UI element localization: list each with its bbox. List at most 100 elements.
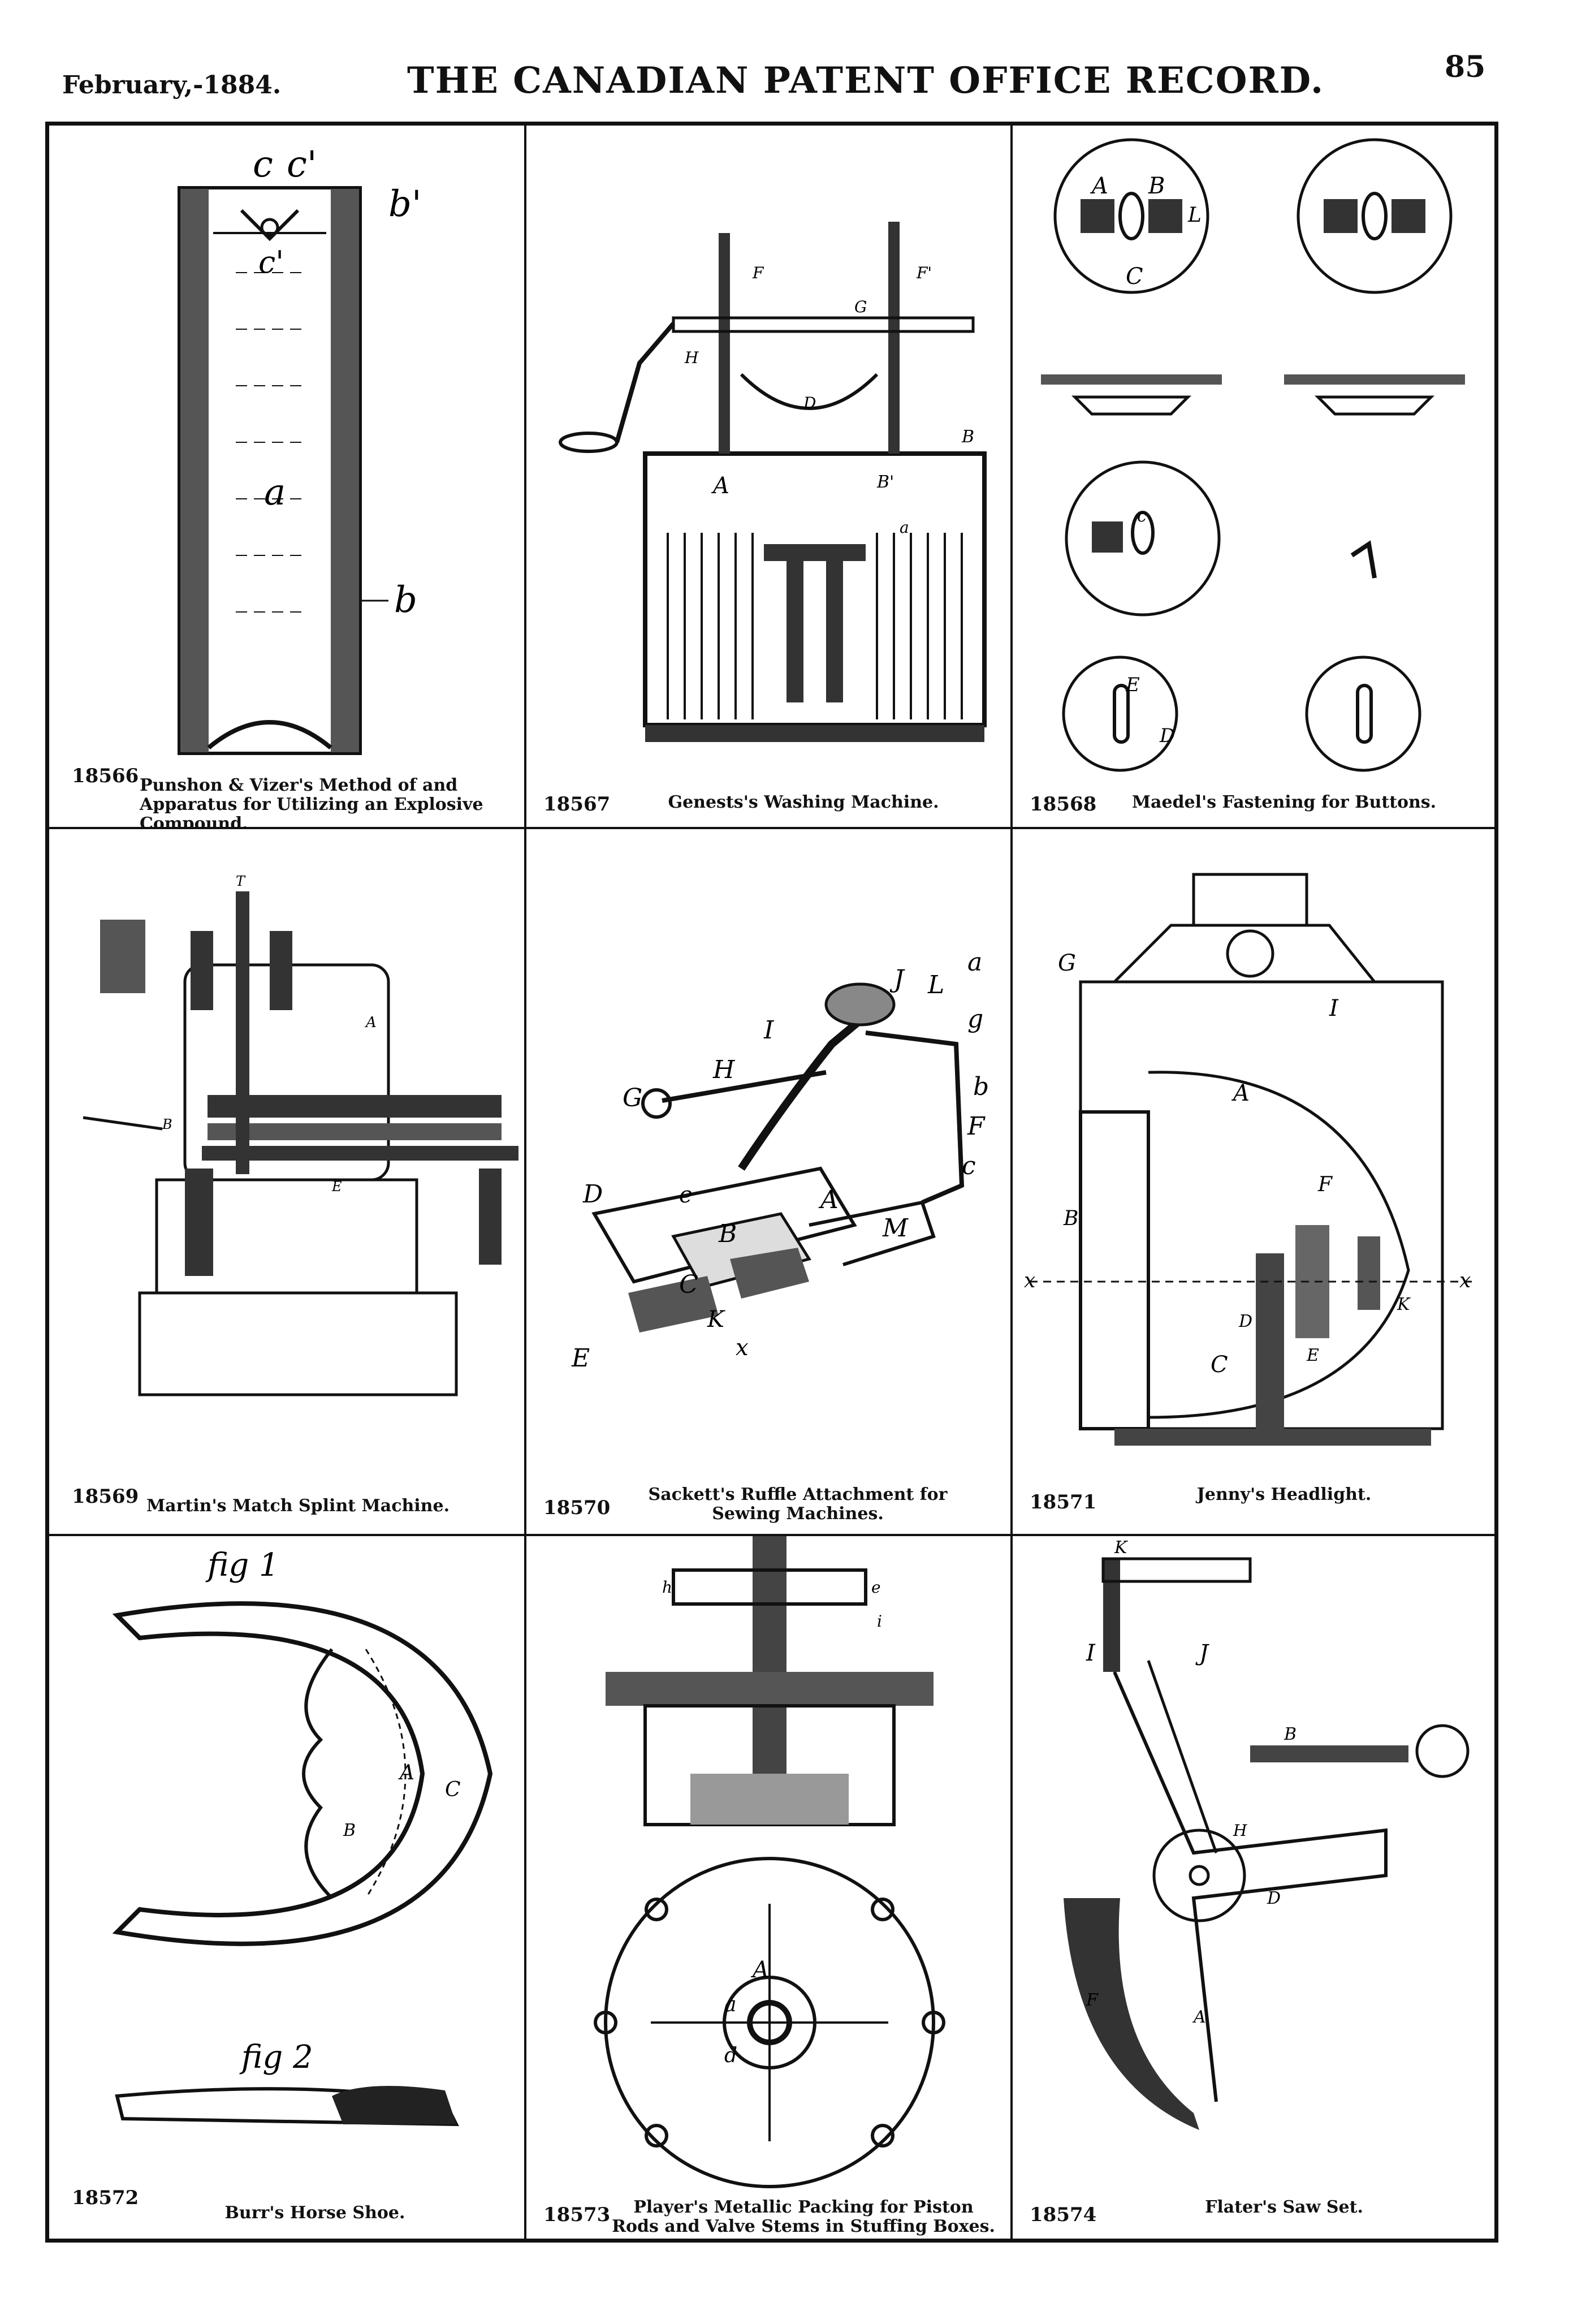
label-c-prime: c' bbox=[287, 144, 317, 186]
label-L: L bbox=[927, 971, 944, 999]
patent-caption: Burr's Horse Shoe. bbox=[224, 2203, 405, 2223]
label-H: H bbox=[684, 348, 699, 367]
patent-18574: K I J H B F A D 18574 Flater's Saw Set. bbox=[1013, 1536, 1494, 2237]
label-G: G bbox=[854, 297, 867, 316]
label-A: A bbox=[365, 1014, 377, 1031]
label-e: e bbox=[679, 1182, 693, 1208]
label-C: C bbox=[679, 1270, 698, 1299]
label-c: c bbox=[962, 1152, 976, 1180]
label-x: x bbox=[736, 1335, 749, 1361]
patent-number: 18573 bbox=[543, 2204, 611, 2226]
label-G: G bbox=[623, 1084, 642, 1113]
label-x-left: x bbox=[1024, 1269, 1035, 1292]
patent-caption: Jenny's Headlight. bbox=[1196, 1485, 1372, 1504]
label-K: K bbox=[1114, 1538, 1128, 1558]
patent-18573: A a d h e i 18573 Player's Metallic Pack… bbox=[526, 1536, 1010, 2237]
label-B: B bbox=[162, 1116, 172, 1132]
label-A: A bbox=[398, 1761, 414, 1784]
label-d: d bbox=[724, 2044, 737, 2067]
label-B: B bbox=[1284, 1724, 1297, 1744]
label-b: b bbox=[394, 579, 417, 621]
explosive-cartridge-drawing: c c' b' c' a b bbox=[178, 144, 422, 755]
label-D: D bbox=[1159, 725, 1175, 747]
patent-caption: Punshon & Vizer's Method of and Apparatu… bbox=[140, 775, 483, 827]
label-K: K bbox=[1397, 1295, 1411, 1314]
horse-shoe-drawing: fig 1 fig 2 A C B bbox=[112, 1547, 493, 2127]
label-F: F bbox=[967, 1112, 986, 1141]
label-F: F bbox=[1317, 1173, 1333, 1196]
washing-machine-drawing: A B B' a D G F F' H bbox=[559, 222, 987, 742]
label-h: h bbox=[662, 1578, 672, 1597]
label-D: D bbox=[803, 394, 816, 412]
label-C: C bbox=[445, 1778, 461, 1801]
label-A: A bbox=[750, 1957, 769, 1983]
label-M: M bbox=[882, 1214, 909, 1243]
label-c: c bbox=[1137, 506, 1147, 526]
label-B: B bbox=[1148, 173, 1165, 199]
label-H: H bbox=[712, 1055, 736, 1084]
patent-number: 18566 bbox=[72, 765, 139, 787]
label-D: D bbox=[582, 1180, 603, 1209]
patent-18566: c c' b' c' a b 18566 Punshon & Vizer's M… bbox=[49, 126, 524, 827]
label-B-prime: B' bbox=[876, 472, 894, 492]
label-H: H bbox=[1233, 1821, 1247, 1840]
label-L: L bbox=[1187, 204, 1202, 227]
patent-number: 18569 bbox=[72, 1485, 139, 1508]
label-E: E bbox=[1306, 1346, 1319, 1365]
label-T: T bbox=[236, 873, 246, 889]
match-splint-machine-drawing: A T E B bbox=[83, 873, 518, 1396]
label-E: E bbox=[331, 1179, 342, 1195]
label-E: E bbox=[1125, 674, 1140, 696]
label-D: D bbox=[1238, 1312, 1252, 1331]
label-F: F bbox=[752, 264, 764, 282]
column-divider bbox=[1010, 126, 1013, 2239]
label-A: A bbox=[1231, 1080, 1250, 1106]
row-divider bbox=[49, 827, 1494, 829]
patent-grid: c c' b' c' a b 18566 Punshon & Vizer's M… bbox=[45, 122, 1498, 2243]
page-header: February,-1884. THE CANADIAN PATENT OFFI… bbox=[0, 0, 1573, 130]
label-c-prime-lower: c' bbox=[258, 244, 284, 280]
button-fastening-drawing: A B C L E D c bbox=[1041, 138, 1465, 772]
label-G: G bbox=[1058, 950, 1076, 976]
patent-caption: Genests's Washing Machine. bbox=[668, 792, 939, 812]
label-F: F bbox=[1086, 1990, 1099, 2010]
fig-2-label: fig 2 bbox=[239, 2039, 313, 2076]
label-A: A bbox=[1192, 2007, 1206, 2027]
patent-18568: A B C L E D c 18568 Maedel's Fastening f… bbox=[1013, 126, 1494, 827]
patent-caption: Maedel's Fastening for Buttons. bbox=[1131, 792, 1437, 812]
ruffle-attachment-drawing: a J L g I H G b F c D e B A M C E K x bbox=[571, 948, 989, 1373]
label-e: e bbox=[871, 1578, 881, 1597]
patent-18571: G I A F B x x D E C K 18571 Jenny's Head… bbox=[1013, 829, 1494, 1534]
publication-title: THE CANADIAN PATENT OFFICE RECORD. bbox=[407, 59, 1325, 102]
label-F-prime: F' bbox=[916, 264, 932, 282]
label-I: I bbox=[763, 1016, 775, 1045]
saw-set-drawing: K I J H B F A D bbox=[1064, 1538, 1470, 2130]
patent-caption: Martin's Match Splint Machine. bbox=[146, 1496, 450, 1516]
label-a: a bbox=[967, 948, 982, 977]
label-a: a bbox=[724, 1993, 736, 2016]
label-D: D bbox=[1267, 1888, 1281, 1908]
label-A: A bbox=[1090, 173, 1108, 199]
label-b-prime: b' bbox=[388, 183, 422, 225]
label-J: J bbox=[1195, 1640, 1209, 1666]
label-B: B bbox=[718, 1219, 737, 1248]
label-i: i bbox=[877, 1612, 882, 1631]
label-I: I bbox=[1329, 995, 1339, 1021]
fig-1-label: fig 1 bbox=[205, 1547, 279, 1584]
label-g: g bbox=[967, 1004, 983, 1033]
label-K: K bbox=[707, 1307, 725, 1333]
patent-18569: A T E B 18569 Martin's Match Splint Mach… bbox=[49, 829, 524, 1534]
patent-18567: A B B' a D G F F' H 18567 Genests's Wash… bbox=[526, 126, 1010, 827]
issue-date: February,-1884. bbox=[62, 71, 282, 100]
label-a: a bbox=[264, 472, 286, 514]
patent-18572: fig 1 fig 2 A C B 18572 Burr's Horse Sho… bbox=[49, 1536, 524, 2237]
label-J: J bbox=[889, 965, 905, 994]
patent-number: 18567 bbox=[543, 793, 611, 816]
label-B: B bbox=[1063, 1207, 1078, 1230]
patent-number: 18572 bbox=[72, 2187, 139, 2209]
label-x-right: x bbox=[1459, 1269, 1471, 1292]
patent-caption: Flater's Saw Set. bbox=[1205, 2197, 1363, 2217]
headlight-drawing: G I A F B x x D E C K bbox=[1024, 873, 1476, 1446]
metallic-packing-drawing: A a d h e i bbox=[594, 1536, 945, 2188]
label-C: C bbox=[1211, 1352, 1228, 1378]
